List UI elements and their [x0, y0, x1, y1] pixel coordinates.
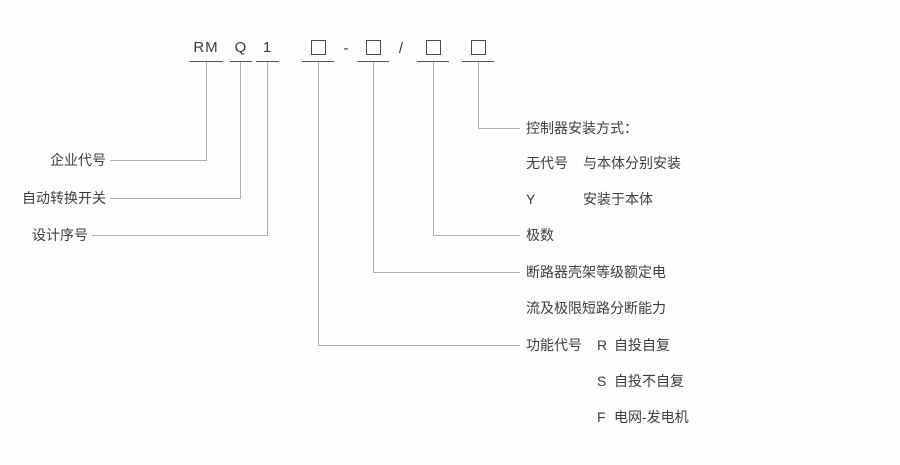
- model-type-text: Q: [234, 39, 248, 56]
- connector-line-design-serial: [267, 62, 268, 235]
- connector-line-enterprise: [206, 62, 207, 160]
- function-option-desc: 电网-发电机: [614, 409, 689, 425]
- label-function-code-title: 功能代号: [526, 337, 582, 353]
- model-design-text: 1: [262, 39, 273, 56]
- connector-line-poles: [433, 62, 434, 235]
- connector-line-controller-mount: [478, 128, 520, 129]
- model-dash-separator: -: [338, 34, 354, 62]
- label-poles: 极数: [526, 227, 554, 243]
- connector-line-frame-rating: [373, 62, 374, 272]
- connector-line-function: [318, 345, 520, 346]
- model-slash-separator: /: [393, 34, 409, 62]
- model-slot-frame-rating: [357, 34, 389, 62]
- slash-text: /: [398, 39, 404, 57]
- model-prefix-text: RM: [193, 39, 219, 56]
- label-enterprise-code: 企业代号: [50, 152, 106, 168]
- connector-line-controller-mount: [478, 62, 479, 128]
- model-prefix: RM: [189, 34, 223, 62]
- connector-line-frame-rating: [373, 272, 520, 273]
- model-design-no: 1: [256, 34, 279, 62]
- controller-mounting-option-code: Y: [526, 191, 536, 207]
- dash-text: -: [343, 39, 349, 57]
- connector-line-poles: [433, 235, 520, 236]
- connector-line-enterprise: [110, 160, 207, 161]
- connector-line-design-serial: [92, 235, 268, 236]
- connector-line-transfer-switch: [240, 62, 241, 198]
- model-slot-poles: [417, 34, 449, 62]
- model-slot-function: [302, 34, 334, 62]
- placeholder-box-icon: [470, 40, 486, 55]
- connector-line-function: [318, 62, 319, 345]
- label-transfer-switch: 自动转换开关: [22, 190, 106, 206]
- function-option-desc: 自投不自复: [614, 373, 684, 389]
- function-option-code: F: [597, 409, 606, 425]
- controller-mounting-option-desc: 与本体分别安装: [583, 155, 681, 171]
- controller-mounting-option-desc: 安装于本体: [583, 191, 653, 207]
- label-design-serial: 设计序号: [32, 227, 88, 243]
- label-frame-rating-line2: 流及极限短路分断能力: [526, 300, 666, 316]
- model-slot-controller-mount: [462, 34, 494, 62]
- function-option-code: R: [597, 337, 608, 353]
- placeholder-box-icon: [365, 40, 381, 55]
- label-controller-mounting-title: 控制器安装方式：: [526, 120, 638, 136]
- placeholder-box-icon: [425, 40, 441, 55]
- placeholder-box-icon: [310, 40, 326, 55]
- model-type-code: Q: [230, 34, 252, 62]
- connector-line-transfer-switch: [110, 198, 241, 199]
- controller-mounting-option-code: 无代号: [526, 155, 568, 171]
- function-option-desc: 自投自复: [614, 337, 670, 353]
- label-frame-rating-line1: 断路器壳架等级额定电: [526, 264, 666, 280]
- function-option-code: S: [597, 373, 607, 389]
